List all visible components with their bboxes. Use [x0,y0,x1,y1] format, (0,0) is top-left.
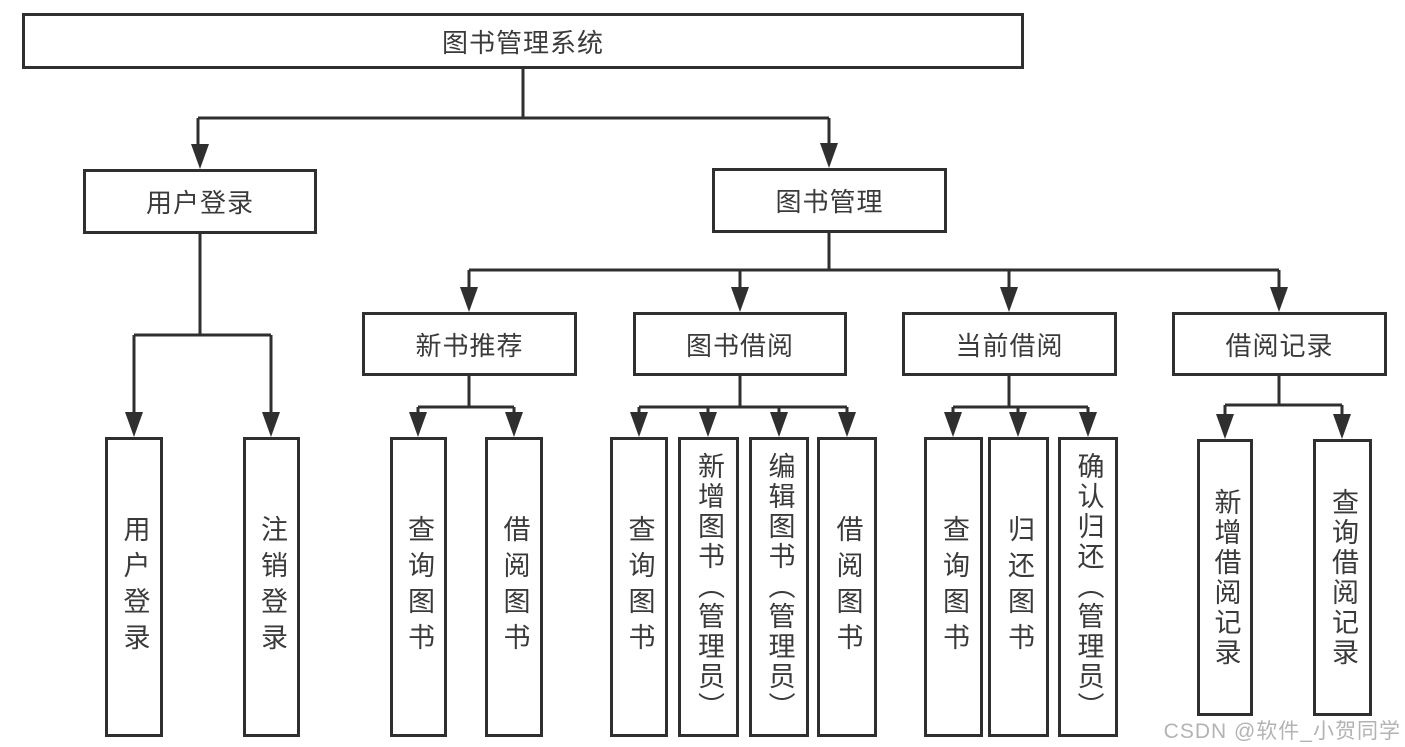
leaf-borrowing-edit-books-admin: 编辑图书（管理员） [749,437,809,737]
leaf-logout: 注销登录 [243,437,300,737]
leaf-user-login: 用户登录 [105,437,163,737]
node-book-borrowing: 图书借阅 [633,312,847,376]
leaf-borrowing-borrow-books: 借阅图书 [817,437,877,737]
leaf-recommend-query-books: 查询图书 [390,437,447,737]
watermark: CSDN @软件_小贺同学 [1163,720,1401,743]
node-new-book-recommendation: 新书推荐 [362,312,577,376]
leaf-recommend-borrow-books: 借阅图书 [485,437,543,737]
leaf-current-confirm-return-admin: 确认归还（管理员） [1058,437,1118,737]
leaf-records-add-borrow-record: 新增借阅记录 [1197,439,1253,716]
leaf-borrowing-query-books: 查询图书 [610,437,668,737]
node-user-login: 用户登录 [83,169,317,234]
leaf-current-return-books: 归还图书 [988,437,1049,737]
leaf-records-query-borrow-record: 查询借阅记录 [1313,439,1372,716]
node-root: 图书管理系统 [22,13,1024,69]
node-borrowing-records: 借阅记录 [1172,312,1387,376]
node-current-borrowing: 当前借阅 [902,312,1117,376]
leaf-borrowing-add-books-admin: 新增图书（管理员） [678,437,739,737]
node-book-management: 图书管理 [712,168,947,233]
leaf-current-query-books: 查询图书 [924,437,983,737]
